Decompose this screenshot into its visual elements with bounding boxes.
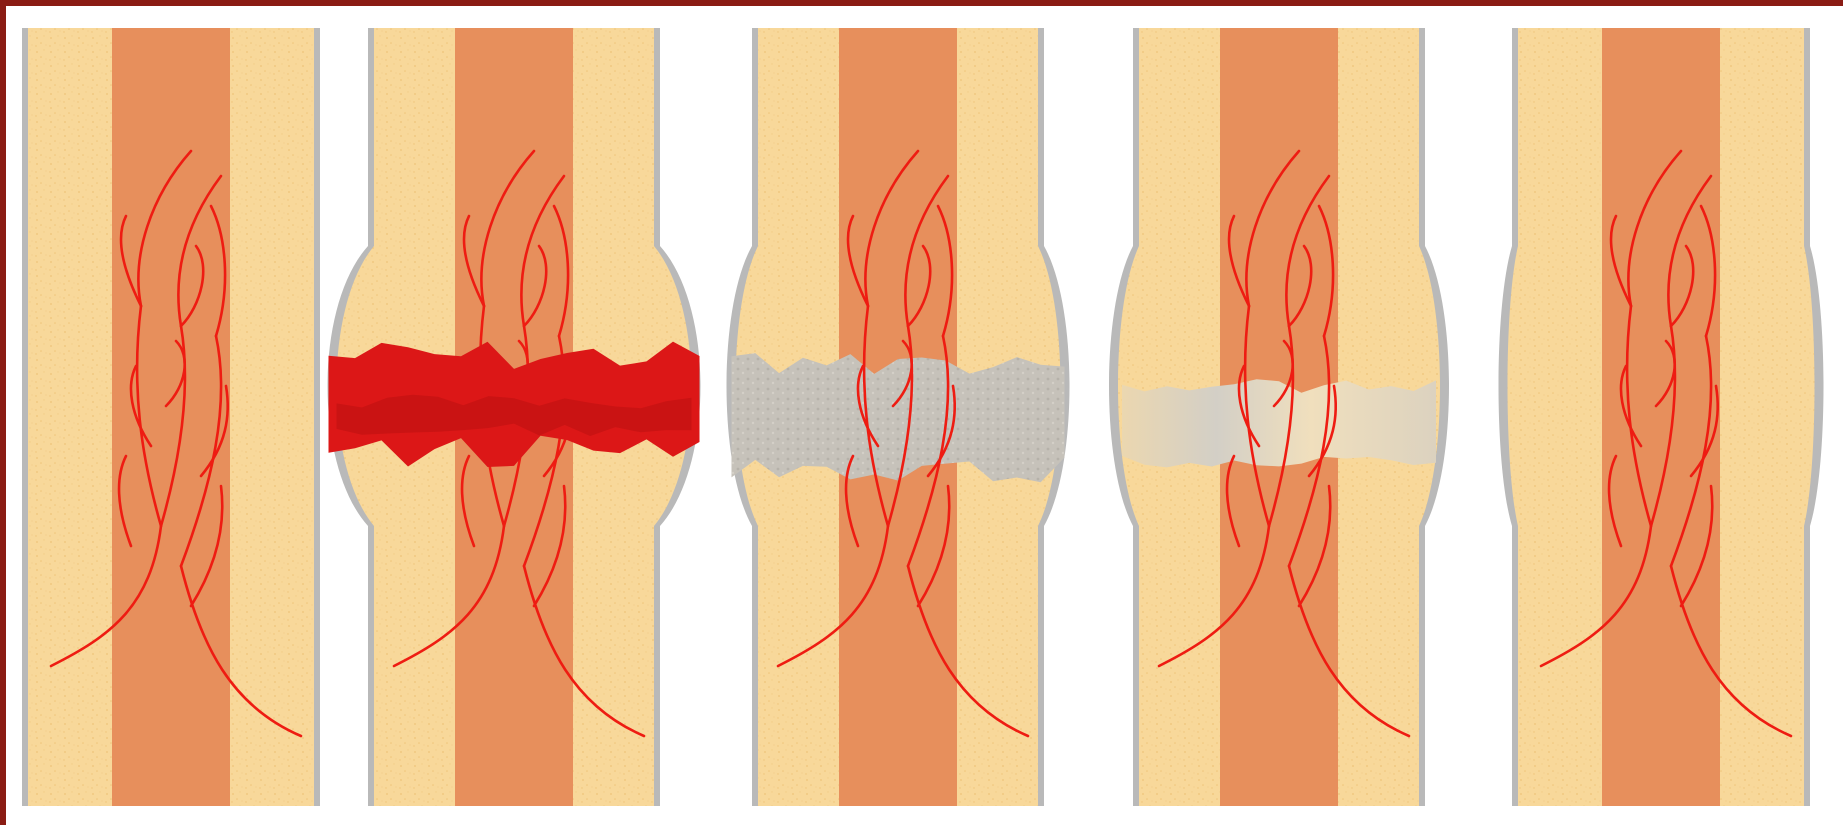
hard-callus [1122,379,1436,467]
soft-callus [732,353,1065,482]
stage-hard-callus [1109,28,1449,806]
marrow-cavity [112,28,230,806]
diagram-canvas [6,6,1843,831]
stage-intact-bone [22,28,320,806]
stage-soft-callus [727,28,1070,806]
stage-remodeled-bone [1499,28,1824,806]
stage-hematoma [328,28,701,806]
marrow-cavity [1602,28,1720,806]
